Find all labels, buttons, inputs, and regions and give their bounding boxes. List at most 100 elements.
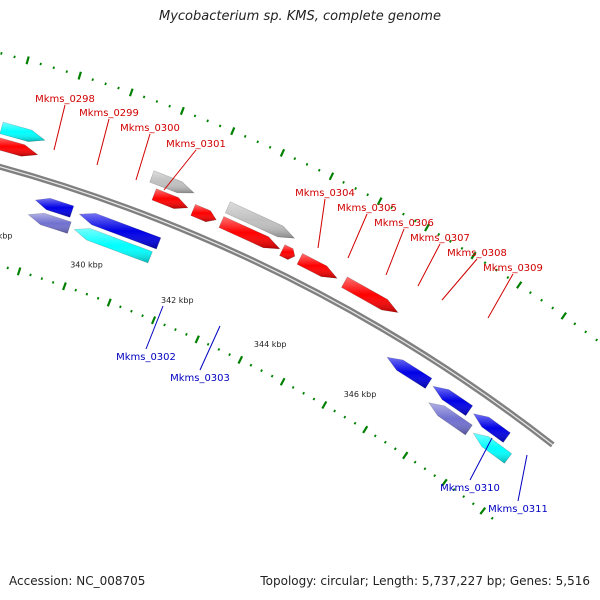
- inner-track-tick: [413, 460, 417, 464]
- inner-track-tick: [471, 502, 475, 506]
- gene-arrow-reverse[interactable]: [27, 212, 72, 234]
- outer-track-tick: [218, 124, 222, 128]
- inner-track-tick: [353, 421, 357, 425]
- inner-track-tick: [62, 282, 67, 291]
- gene-label[interactable]: Mkms_0298: [35, 94, 95, 105]
- gene-label[interactable]: Mkms_0302: [116, 352, 176, 363]
- gene-labels: Mkms_0298Mkms_0299Mkms_0300Mkms_0301Mkms…: [35, 94, 548, 515]
- gene-label-leader: [317, 198, 326, 249]
- gene-label[interactable]: Mkms_0307: [410, 233, 470, 244]
- scale-tick-label: 340 kbp: [70, 261, 103, 270]
- outer-track-tick: [540, 298, 544, 302]
- gene-arrow-reverse[interactable]: [428, 402, 473, 436]
- outer-track-tick: [13, 55, 16, 59]
- accession-text: Accession: NC_008705: [9, 574, 146, 588]
- gene-label[interactable]: Mkms_0300: [120, 123, 180, 134]
- gene-arrow-forward[interactable]: [218, 216, 281, 250]
- outer-track-tick: [424, 223, 430, 232]
- scale-tick-label: 342 kbp: [161, 296, 194, 305]
- gene-arrow-reverse[interactable]: [472, 413, 511, 443]
- outer-track-tick: [584, 330, 588, 334]
- inner-track-tick: [291, 385, 295, 389]
- inner-track-tick: [393, 447, 397, 451]
- gene-label[interactable]: Mkms_0305: [337, 203, 397, 214]
- inner-track-tick: [217, 347, 221, 351]
- inner-track-tick: [423, 467, 427, 471]
- outer-track-tick: [376, 197, 383, 206]
- gene-arrow-reverse[interactable]: [34, 197, 75, 218]
- inner-track-tick: [40, 277, 44, 281]
- outer-track-tick: [39, 62, 42, 66]
- outer-track-tick: [402, 212, 405, 216]
- inner-track-tick: [321, 400, 328, 410]
- gene-label[interactable]: Mkms_0306: [374, 218, 434, 229]
- inner-track-tick: [362, 425, 369, 434]
- outer-track-tick: [230, 126, 236, 136]
- gene-label-leader: [53, 104, 66, 151]
- gene-label[interactable]: Mkms_0308: [447, 248, 507, 259]
- gene-label[interactable]: Mkms_0301: [166, 139, 226, 150]
- outer-track-tick: [155, 100, 159, 103]
- outer-track-tick: [495, 268, 498, 272]
- gene-arrow-reverse[interactable]: [432, 385, 474, 417]
- inner-track-tick: [130, 309, 133, 313]
- gene-arrow-reverse[interactable]: [386, 356, 433, 389]
- inner-track-tick: [479, 507, 487, 515]
- gene-arrow-forward[interactable]: [279, 244, 296, 260]
- outer-track-tick: [193, 114, 197, 118]
- inner-track-tick: [302, 391, 305, 395]
- gene-arrow-forward-outer[interactable]: [225, 201, 296, 239]
- outer-track-tick: [595, 338, 599, 342]
- outer-track-tick: [437, 232, 441, 236]
- gene-label[interactable]: Mkms_0309: [483, 263, 543, 274]
- inner-track-tick: [174, 328, 177, 332]
- inner-track-tick: [452, 488, 456, 492]
- outer-track-tick: [142, 95, 146, 99]
- gene-label[interactable]: Mkms_0303: [170, 373, 230, 384]
- outer-track-tick: [342, 180, 345, 184]
- outer-track-tick: [91, 78, 94, 82]
- inner-track-tick: [16, 267, 22, 276]
- inner-track-tick: [150, 316, 157, 325]
- outer-track-tick: [65, 70, 68, 74]
- outer-track-tick: [0, 51, 3, 55]
- inner-track-tick: [185, 332, 188, 336]
- outer-track-tick: [52, 66, 55, 70]
- outer-track-tick: [293, 157, 297, 161]
- gene-label[interactable]: Mkms_0304: [295, 188, 355, 199]
- gene-arrow-forward[interactable]: [0, 137, 39, 157]
- inner-track-tick: [270, 374, 274, 378]
- inner-track-tick: [260, 369, 263, 373]
- gene-arrow-forward[interactable]: [190, 204, 217, 223]
- inner-track-tick: [249, 363, 253, 367]
- gene-arrow-reverse[interactable]: [73, 228, 153, 264]
- gene-label[interactable]: Mkms_0311: [488, 504, 548, 515]
- gene-arrow-reverse[interactable]: [78, 213, 162, 250]
- outer-track-tick: [104, 82, 107, 86]
- inner-track-tick: [119, 305, 122, 309]
- inner-track-tick: [141, 314, 144, 318]
- inner-track-tick: [194, 335, 200, 344]
- dot-tracks: [0, 51, 599, 520]
- outer-track-tick: [317, 168, 321, 172]
- gene-label[interactable]: Mkms_0310: [440, 483, 500, 494]
- gene-arrow-forward[interactable]: [296, 253, 338, 279]
- outer-track-tick: [328, 172, 335, 181]
- outer-track-tick: [354, 186, 358, 191]
- inner-track-tick: [51, 281, 55, 284]
- gene-arrow-forward[interactable]: [151, 188, 189, 209]
- gene-label[interactable]: Mkms_0299: [79, 108, 139, 119]
- inner-track-tick: [85, 292, 89, 296]
- outer-track-tick: [243, 134, 247, 138]
- gene-label-leader: [199, 325, 221, 371]
- inner-track-tick: [343, 415, 347, 419]
- outer-track-tick: [256, 140, 260, 144]
- gene-arrow-forward[interactable]: [341, 276, 399, 313]
- outer-track-tick: [25, 56, 30, 65]
- gene-arrow-forward-outer[interactable]: [149, 170, 195, 194]
- outer-track-tick: [506, 276, 510, 279]
- gene-arrow-forward-outer[interactable]: [0, 121, 46, 142]
- gene-label-leader: [441, 258, 478, 301]
